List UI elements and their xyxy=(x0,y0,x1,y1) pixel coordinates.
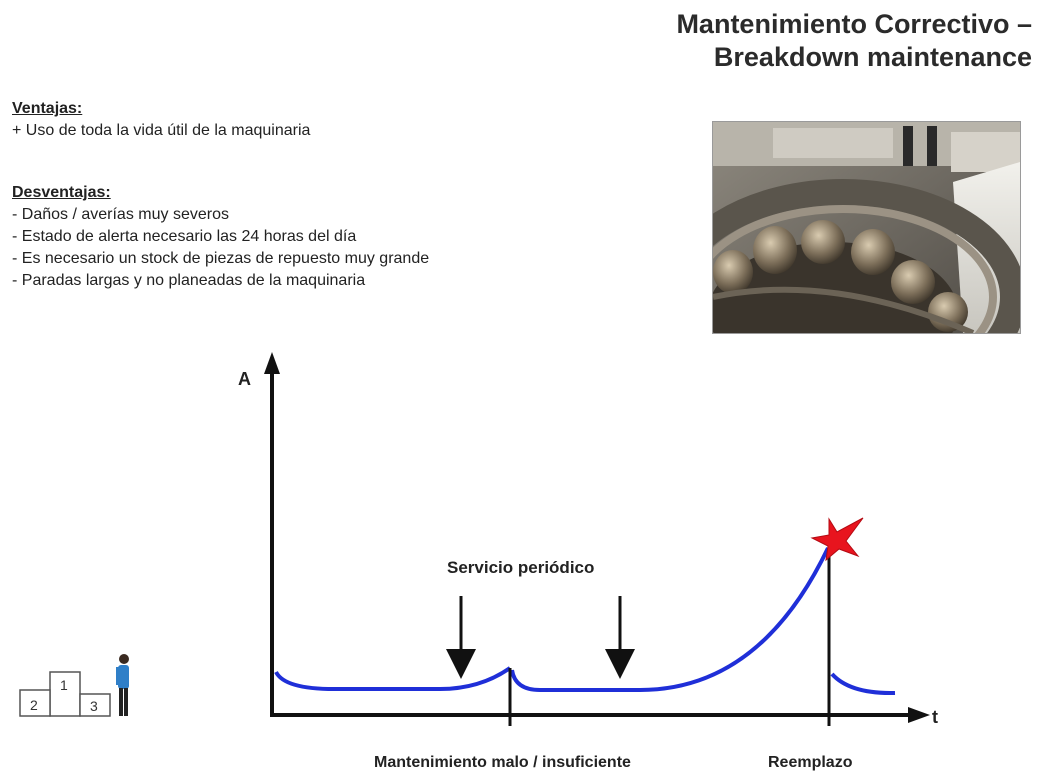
bearing-photo-image xyxy=(713,122,1020,333)
y-axis-label: A xyxy=(238,369,251,389)
podium-second xyxy=(19,689,51,717)
y-axis-arrow xyxy=(264,352,280,374)
disadvantages-section: Desventajas: - Daños / averías muy sever… xyxy=(12,182,429,292)
x-axis-arrow xyxy=(908,707,930,723)
podium-second-number: 2 xyxy=(30,697,38,713)
slide-title: Mantenimiento Correctivo – Breakdown mai… xyxy=(676,8,1032,74)
condition-curve-segment-2 xyxy=(510,547,830,692)
advantage-item: + Uso de toda la vida útil de la maquina… xyxy=(12,122,311,139)
advantages-section: Ventajas: + Uso de toda la vida útil de … xyxy=(12,98,310,142)
advantages-heading: Ventajas: xyxy=(12,100,83,117)
bottom-label-replacement: Reemplazo xyxy=(768,754,853,771)
disadvantage-item: - Es necesario un stock de piezas de rep… xyxy=(12,250,430,267)
title-line-2: Breakdown maintenance xyxy=(713,42,1032,72)
x-axis-label: t xyxy=(932,707,938,727)
disadvantage-item: - Paradas largas y no planeadas de la ma… xyxy=(12,272,366,289)
disadvantages-heading: Desventajas: xyxy=(12,184,111,201)
podium-figure: 1 2 3 xyxy=(19,654,129,717)
condition-curve-segment-1 xyxy=(274,666,512,692)
bottom-label-maintenance: Mantenimiento malo / insuficiente xyxy=(374,754,631,771)
disadvantage-item: - Estado de alerta necesario las 24 hora… xyxy=(12,228,357,245)
failure-star-icon xyxy=(810,517,864,562)
podium-third-number: 3 xyxy=(90,698,98,714)
podium-third xyxy=(79,693,111,717)
bearing-photo xyxy=(712,121,1021,334)
condition-curve-segment-3 xyxy=(830,672,896,696)
podium-first xyxy=(49,671,81,717)
podium-first-number: 1 xyxy=(60,677,68,693)
service-label: Servicio periódico xyxy=(447,558,594,577)
disadvantage-item: - Daños / averías muy severos xyxy=(12,206,229,223)
title-line-1: Mantenimiento Correctivo – xyxy=(676,9,1032,39)
person-icon xyxy=(116,654,129,716)
